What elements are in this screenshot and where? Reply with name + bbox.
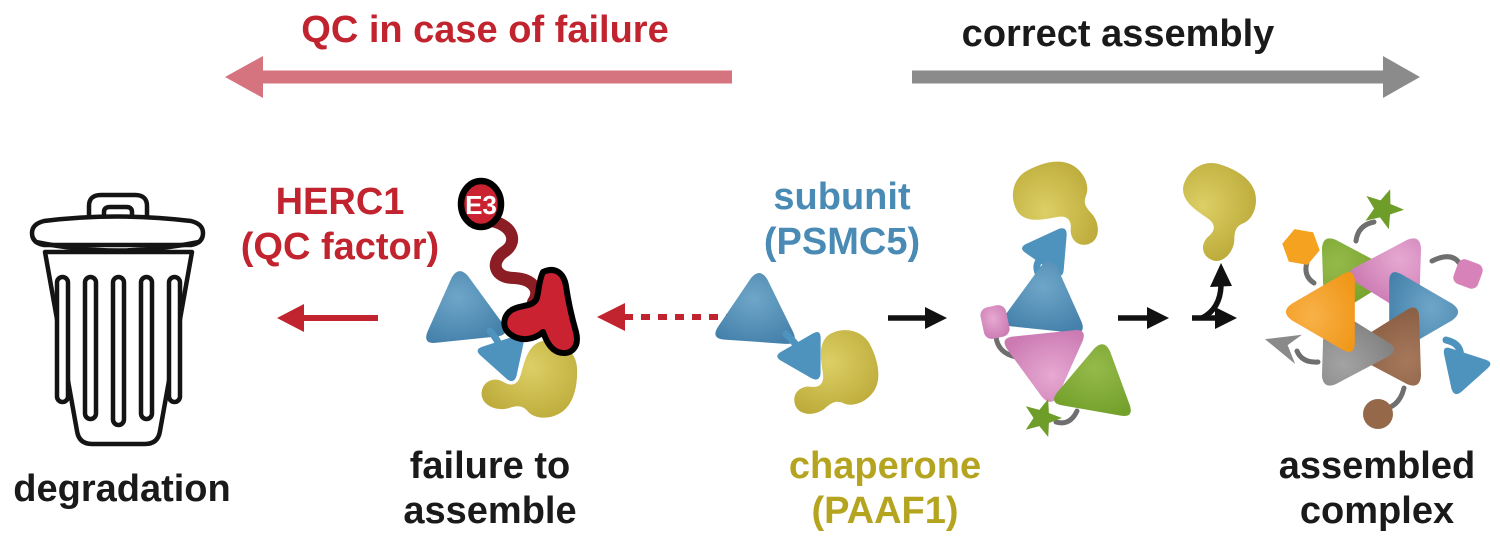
orange-linker	[1303, 259, 1317, 286]
pink-square-tag	[1453, 259, 1483, 289]
subunit-label: subunit (PSMC5)	[763, 176, 921, 263]
e3-ligase-badge	[457, 177, 505, 231]
failure-complex	[419, 177, 587, 429]
subunit-chaperone-complex	[714, 270, 883, 416]
gray-linker	[1294, 348, 1321, 365]
correct-assembly-label: correct assembly	[961, 13, 1275, 55]
assembly-step2-arrow	[1118, 307, 1169, 329]
herc1-label: HERC1 (QC factor)	[240, 181, 440, 268]
blue-tail-triangle	[1432, 346, 1492, 402]
ubiquitin-mark-shape	[501, 266, 580, 356]
correct-assembly-arrow	[912, 56, 1420, 98]
qc-failure-arrow	[225, 56, 732, 98]
brown-linker	[1385, 385, 1407, 411]
chaperone-release-branch-arrow	[1192, 263, 1237, 329]
chaperone-label: chaperone (PAAF1)	[788, 445, 982, 532]
orange-hexagon-tag	[1282, 229, 1320, 265]
assembly-step1-arrow	[888, 307, 947, 329]
failure-dashed-arrow	[597, 303, 727, 331]
qc-arrow-label: QC in case of failure	[301, 9, 669, 51]
released-chaperone-blob	[1156, 149, 1271, 267]
assembled-complex-label: assembled complex	[1278, 445, 1476, 532]
green-linker	[1353, 219, 1377, 244]
pink-linker	[1429, 254, 1463, 267]
assembly-intermediate-complex	[980, 156, 1142, 440]
subunit-triangle	[1002, 256, 1090, 334]
brown-circle-tag	[1363, 399, 1393, 429]
gray-dart-tag	[1264, 334, 1302, 365]
failure-to-assemble-label: failure to assemble	[403, 445, 577, 532]
e3-flexible-linker	[486, 215, 543, 308]
pink-subunit-tag	[980, 305, 1010, 339]
assembled-complex	[1264, 182, 1492, 429]
trash-can-icon	[29, 192, 206, 447]
e3-badge-label: E3	[465, 190, 497, 220]
degradation-arrow	[277, 304, 378, 332]
orange-petal-triangle	[1285, 272, 1355, 352]
green-subunit-linker	[1053, 408, 1080, 426]
degradation-label: degradation	[13, 468, 231, 510]
